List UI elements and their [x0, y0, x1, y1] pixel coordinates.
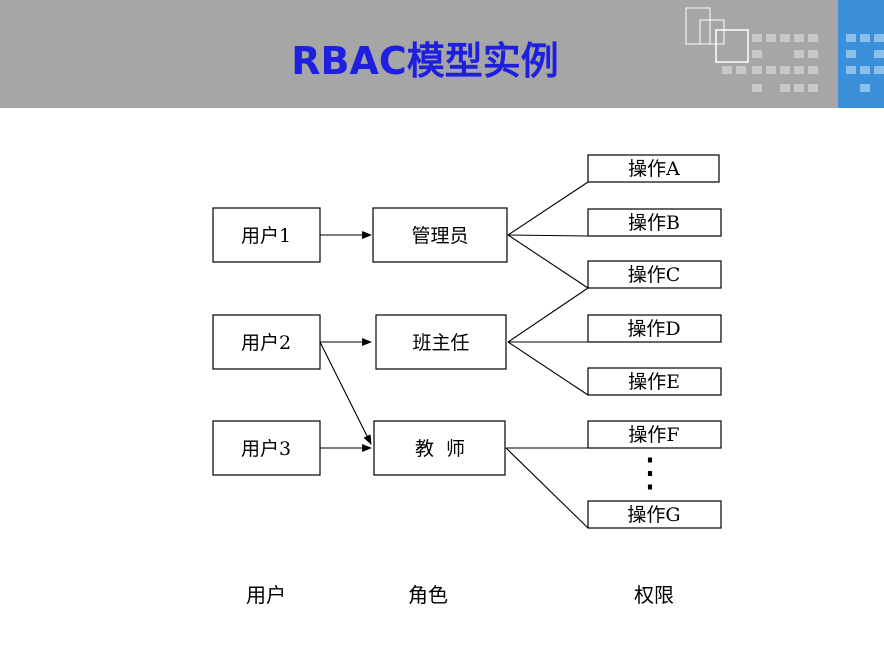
role-node: 教 师 — [373, 420, 506, 476]
user-node: 用户3 — [212, 420, 321, 476]
edge-teacher-opG — [505, 447, 589, 529]
user-node-label: 用户3 — [241, 438, 291, 460]
edge-admin-opC — [507, 234, 589, 289]
permission-node: 操作E — [587, 367, 722, 396]
user-node: 用户2 — [212, 314, 321, 370]
role-node: 管理员 — [372, 207, 508, 263]
user-node-label: 用户1 — [241, 225, 291, 247]
deco-outline-square — [715, 29, 749, 63]
header-bar — [0, 0, 884, 108]
permission-node: 操作B — [587, 208, 722, 237]
deco-tile-grid-blue — [846, 34, 884, 92]
header-decoration — [685, 0, 884, 108]
edge-headteacher-opE — [507, 341, 589, 396]
role-node: 班主任 — [375, 314, 507, 370]
role-node-label: 教 师 — [415, 438, 465, 460]
column-label-permissions: 权限 — [634, 583, 674, 607]
permission-node: 操作F — [587, 420, 722, 449]
permission-node-label: 操作C — [628, 264, 681, 286]
edge-admin-opA — [507, 181, 589, 236]
user-node: 用户1 — [212, 207, 321, 263]
user-node-label: 用户2 — [241, 332, 291, 354]
edge-headteacher-opC — [507, 287, 589, 343]
role-node-label: 班主任 — [412, 332, 469, 354]
permission-node-label: 操作A — [628, 158, 680, 180]
permission-node-label: 操作E — [628, 371, 680, 393]
edge-user2-teacher — [319, 341, 372, 445]
permission-node-label: 操作G — [627, 504, 680, 526]
permission-node-label: 操作D — [627, 318, 680, 340]
permission-node: 操作A — [587, 154, 720, 183]
edge-admin-opB — [507, 234, 589, 237]
permission-node: 操作C — [587, 260, 722, 289]
permission-node: 操作G — [587, 500, 722, 529]
permission-node: 操作D — [587, 314, 722, 343]
deco-tile-grid — [722, 34, 818, 92]
column-label-users: 用户 — [246, 583, 286, 607]
permission-node-label: 操作B — [628, 212, 680, 234]
permission-node-label: 操作F — [628, 424, 679, 446]
page-title: RBAC模型实例 — [291, 39, 559, 83]
column-label-roles: 角色 — [408, 583, 448, 607]
deco-outline-square — [699, 19, 725, 45]
role-node-label: 管理员 — [411, 225, 468, 247]
permission-ellipsis: ⋮ — [630, 450, 670, 496]
deco-outline-square — [685, 7, 711, 45]
